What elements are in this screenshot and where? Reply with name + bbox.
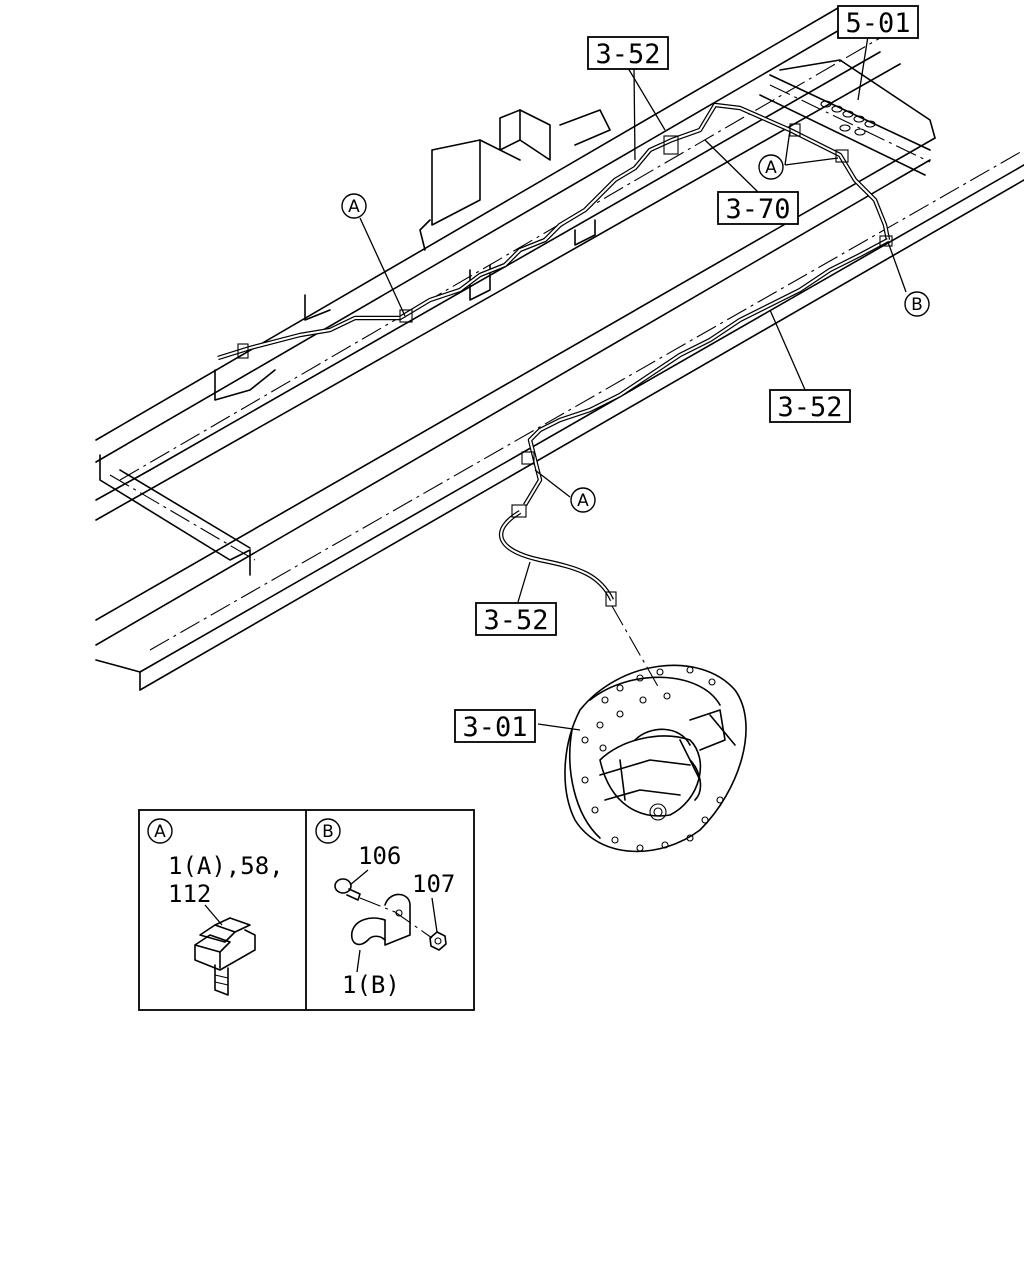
brake-assembly	[564, 664, 747, 853]
detail-a-marker: A	[154, 822, 166, 842]
label-pipe-top: 3-52	[587, 36, 669, 70]
label-3-52-mid: 3-52	[777, 392, 842, 423]
detail-b-bolt-label: 106	[358, 842, 401, 870]
label-5-01: 5-01	[845, 8, 910, 39]
brake-pipes	[217, 102, 893, 691]
clamp-part-icon	[350, 893, 433, 946]
label-3-52-top: 3-52	[595, 39, 660, 70]
crossmember-holes	[820, 100, 876, 136]
svg-text:B: B	[911, 295, 923, 315]
detail-b-clip-label: 1(B)	[342, 971, 400, 999]
bolt-part-icon	[334, 878, 361, 901]
detail-b-marker: B	[322, 822, 334, 842]
marker-b-1: B	[904, 291, 930, 317]
svg-text:A: A	[765, 158, 777, 178]
clip-part-icon	[194, 917, 256, 996]
detail-a-parts-line1: 1(A),58,	[168, 852, 284, 880]
detail-a: A 1(A),58, 112	[147, 818, 284, 996]
label-3-70: 3-70	[725, 194, 790, 225]
marker-a-3: A	[570, 487, 596, 513]
label-pipe-mid: 3-52	[769, 389, 851, 423]
nut-part-icon	[429, 931, 447, 951]
marker-a-2: A	[758, 154, 784, 180]
label-pipe-flex: 3-52	[475, 602, 557, 636]
brake-rivets	[581, 666, 724, 852]
label-brake: 3-01	[454, 709, 536, 743]
label-union: 3-70	[717, 191, 799, 225]
detail-panel	[138, 809, 475, 1011]
detail-a-parts-line2: 112	[168, 880, 211, 908]
leader-lines	[359, 35, 907, 731]
label-frame-ref: 5-01	[837, 5, 919, 39]
detail-b-nut-label: 107	[412, 870, 455, 898]
label-3-52-flex: 3-52	[483, 605, 548, 636]
detail-b: B 106 107 1(B)	[315, 818, 455, 999]
svg-text:A: A	[348, 197, 360, 217]
chassis-frame	[95, 7, 1024, 691]
label-3-01: 3-01	[462, 712, 527, 743]
svg-text:A: A	[577, 491, 589, 511]
marker-a-1: A	[341, 193, 367, 219]
